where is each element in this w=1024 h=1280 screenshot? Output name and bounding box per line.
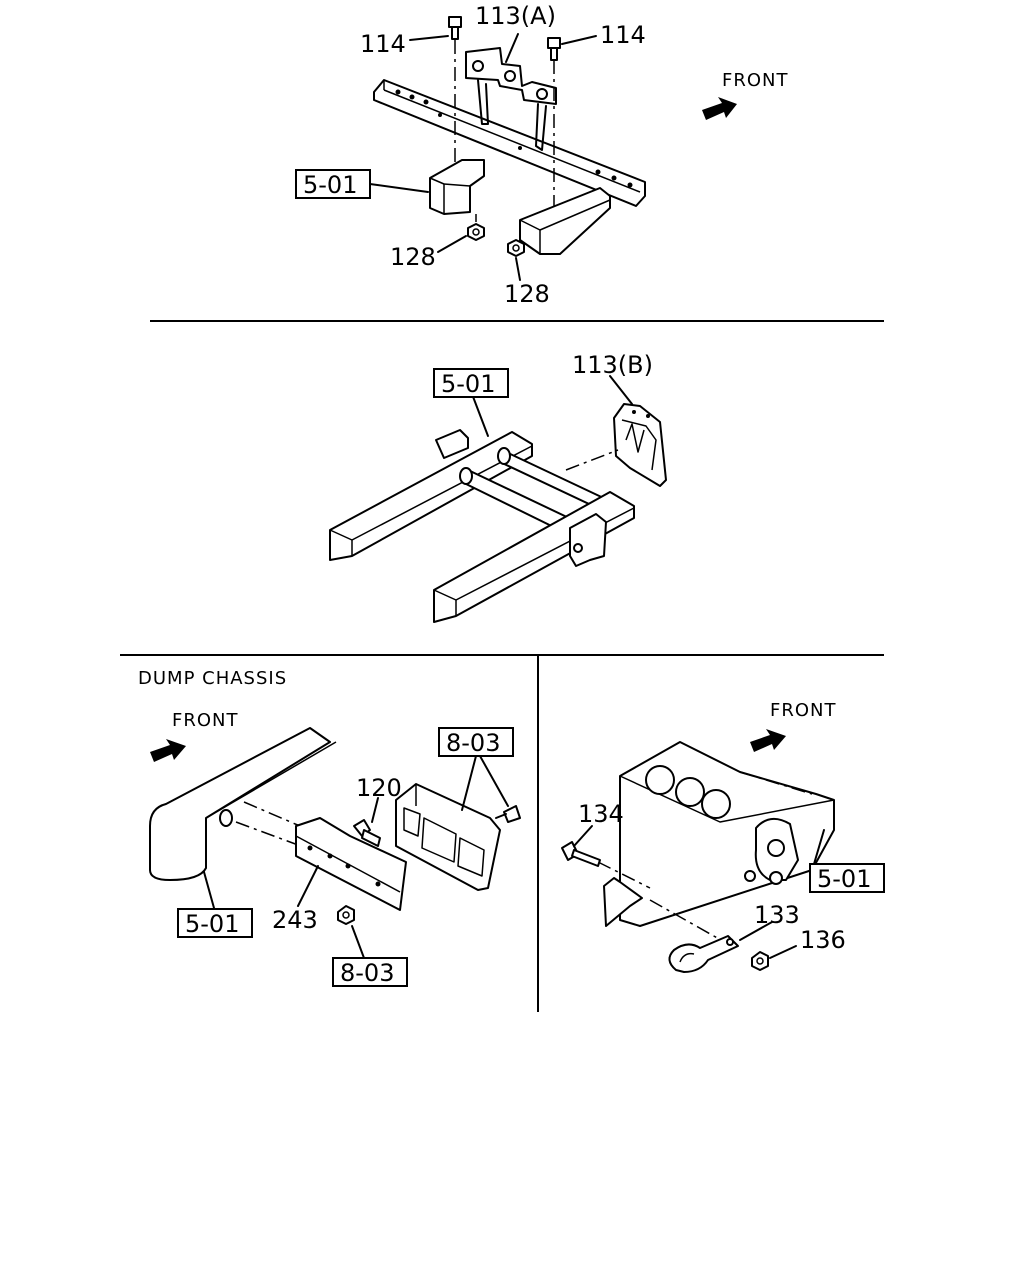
callout-134: 134: [578, 800, 624, 828]
callout-243: 243: [272, 906, 318, 934]
front-arrow-icon: [750, 729, 786, 752]
frame-channel-left: [429, 159, 485, 215]
callout-5-01-bottom-right: 5-01: [817, 865, 871, 893]
bracket-243: [295, 817, 407, 911]
callout-8-03-bottom: 8-03: [340, 959, 394, 987]
callout-114-right: 114: [600, 21, 646, 49]
front-arrow-icon: [702, 97, 737, 120]
callout-113a: 113(A): [475, 2, 556, 30]
bottom-right-panel: FRONT: [561, 700, 885, 973]
bolt-120: [353, 819, 381, 847]
front-label-bottom-left: FRONT: [172, 710, 239, 731]
middle-panel: 5-01 113(B): [329, 351, 667, 623]
callout-128-right: 128: [504, 280, 550, 308]
mudflap-bracket-plate: [395, 783, 501, 891]
callout-box-5-01-bottom-left: [177, 908, 253, 938]
front-arrow-icon: [150, 739, 186, 762]
bolt-8-03: [495, 805, 521, 823]
frame-rail-left: [329, 429, 533, 561]
callout-128-left: 128: [390, 243, 436, 271]
callout-113b: 113(B): [572, 351, 653, 379]
callout-5-01-bottom-left: 5-01: [185, 910, 239, 938]
dump-chassis-caption: DUMP CHASSIS: [138, 668, 287, 689]
nut-8-03: [337, 905, 355, 925]
front-label-bottom-right: FRONT: [770, 700, 837, 721]
cross-member-bar: [373, 79, 646, 207]
frame-channel-right: [519, 187, 611, 255]
nut-128-left: [467, 214, 485, 241]
bolt-134: [561, 841, 601, 867]
callout-5-01-top: 5-01: [303, 171, 357, 199]
nut-128-right: [507, 239, 525, 257]
chassis-frame: [603, 741, 835, 927]
bolt-114-left: [448, 16, 462, 176]
bottom-left-panel: DUMP CHASSIS FRONT: [138, 668, 521, 987]
callout-box-5-01-top: [295, 169, 371, 199]
callout-box-8-03-top: [438, 727, 514, 757]
callout-box-5-01-middle: [433, 368, 509, 398]
front-label-top: FRONT: [722, 70, 789, 91]
callout-120: 120: [356, 774, 402, 802]
callout-8-03-top: 8-03: [446, 729, 500, 757]
top-panel: 114 113(A) 114 5-01 128 128 FRONT: [295, 2, 789, 308]
frame-rail-right: [433, 491, 635, 623]
bolt-114-right: [547, 37, 561, 210]
callout-114-left: 114: [360, 30, 406, 58]
callout-box-8-03-bottom: [332, 957, 408, 987]
frame-rail-end: [149, 727, 337, 881]
callout-136: 136: [800, 926, 846, 954]
callout-box-5-01-bottom-right: [809, 863, 885, 893]
bracket-113b: [613, 403, 667, 487]
tow-hook-133: [668, 935, 739, 973]
callout-5-01-middle: 5-01: [441, 370, 495, 398]
bracket-113a: [465, 47, 557, 151]
callout-133: 133: [754, 901, 800, 929]
nut-136: [751, 951, 769, 971]
